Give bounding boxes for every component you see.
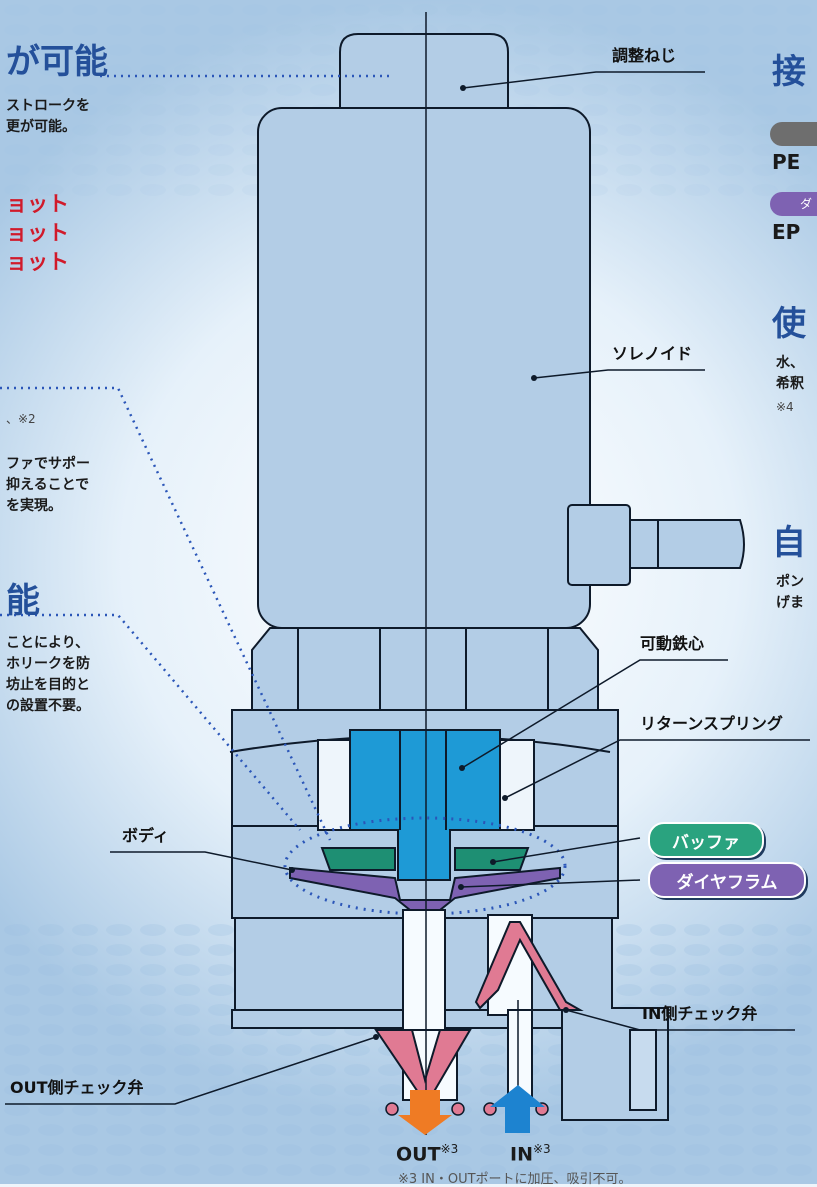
feature-note-1: 、※2: [6, 412, 36, 426]
port-in: IN: [510, 1143, 533, 1166]
material-1: PE: [772, 150, 801, 174]
port-out-label: OUT※3: [396, 1142, 458, 1165]
label-buffer: バッファ: [648, 822, 764, 858]
feature-text-1a: ストロークを: [6, 98, 90, 114]
right-note: ※4: [776, 400, 794, 414]
right-text-1b: 希釈: [776, 376, 804, 392]
out-arrow: [398, 1090, 452, 1135]
feature-text-3d: の設置不要。: [6, 698, 90, 714]
label-body: ボディ: [122, 826, 169, 845]
buffer-left: [320, 847, 396, 871]
label-moving-core: 可動鉄心: [640, 634, 705, 653]
feature-heading-1: が可能: [6, 42, 108, 82]
adjust-screw: [339, 33, 509, 109]
label-adjust-screw: 調整ねじ: [612, 46, 677, 65]
material-2: EP: [772, 220, 801, 244]
label-solenoid: ソレノイド: [612, 344, 693, 363]
feature-heading-2: 能: [6, 581, 40, 621]
port-out-note: ※3: [440, 1142, 459, 1156]
port-in-note: ※3: [532, 1142, 551, 1156]
feature-text-2a: ファでサポー: [6, 456, 90, 472]
port-footnote: ※3 IN・OUTポートに加圧、吸引不可。: [398, 1172, 632, 1187]
label-diaphragm: ダイヤフラム: [648, 862, 806, 898]
port-in-label: IN※3: [510, 1142, 551, 1165]
shot-line-1: ョット: [6, 192, 69, 216]
feature-text-3a: ことにより、: [6, 635, 90, 651]
connector: [567, 504, 631, 586]
in-arrow: [490, 1085, 545, 1133]
feature-text-2b: 抑えることで: [6, 477, 90, 493]
cable: [629, 519, 745, 569]
label-return-spring: リターンスプリング: [640, 714, 783, 733]
diaphragm: [289, 866, 561, 911]
label-out-check-valve: OUT側チェック弁: [10, 1078, 144, 1097]
feature-text-3b: ホリークを防: [6, 656, 90, 672]
right-heading-1: 接: [772, 52, 806, 92]
right-text-1a: 水、: [776, 355, 804, 371]
right-heading-2: 使: [772, 304, 806, 344]
in-check-valve: [474, 921, 584, 1011]
label-in-check-valve: IN側チェック弁: [642, 1004, 758, 1023]
feature-text-3c: 坊止を目的と: [6, 677, 90, 693]
port-out: OUT: [396, 1143, 441, 1166]
shot-line-2: ョット: [6, 221, 69, 245]
shot-line-3: ョット: [6, 250, 69, 274]
right-heading-3: 自: [772, 523, 806, 563]
feature-text-1b: 更が可能。: [6, 119, 76, 135]
right-text-2b: げま: [776, 595, 804, 611]
feature-text-2c: を実現。: [6, 498, 62, 514]
badge-label: ダ: [800, 197, 813, 211]
solenoid: [257, 107, 591, 629]
right-text-2a: ポン: [776, 574, 804, 590]
buffer-right: [454, 847, 530, 871]
